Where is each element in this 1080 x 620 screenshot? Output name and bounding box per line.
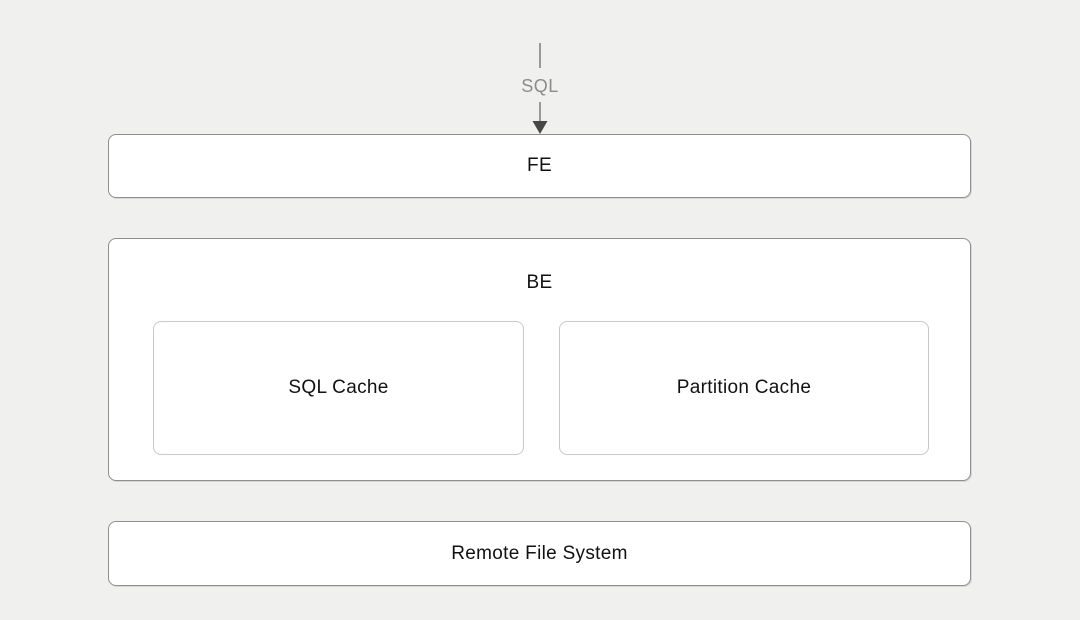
arrow-down-icon — [532, 121, 548, 134]
node-fe-label: FE — [527, 155, 552, 176]
node-be: BE SQL Cache Partition Cache — [108, 238, 971, 481]
node-remote-file-system-label: Remote File System — [451, 542, 628, 564]
node-remote-file-system: Remote File System — [108, 521, 971, 586]
node-partition-cache: Partition Cache — [559, 321, 929, 455]
node-fe: FE — [108, 134, 971, 198]
arrow-label: SQL — [521, 76, 559, 96]
node-sql-cache: SQL Cache — [153, 321, 524, 455]
node-partition-cache-label: Partition Cache — [676, 377, 812, 398]
node-sql-cache-label: SQL Cache — [288, 377, 389, 398]
arrow-line-top — [539, 43, 541, 68]
node-be-label: BE — [526, 272, 553, 293]
arrow-line-bottom — [539, 102, 541, 123]
